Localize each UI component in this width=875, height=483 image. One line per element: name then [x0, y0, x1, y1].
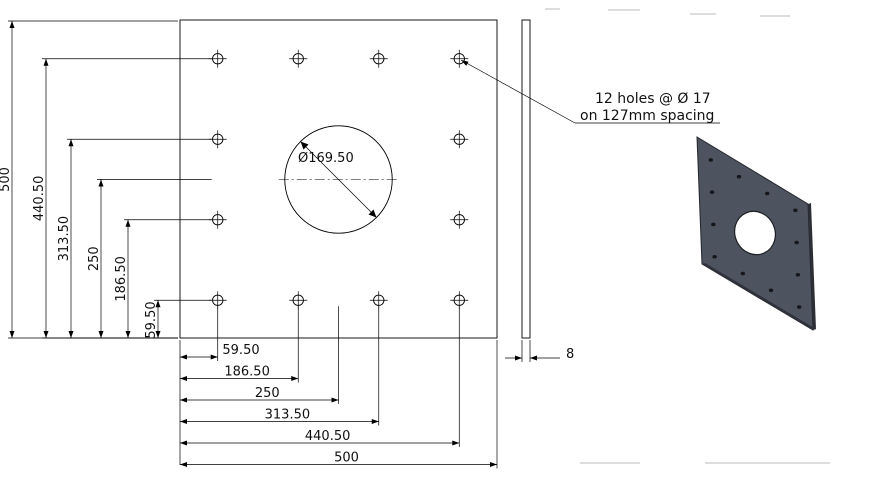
vertical-dimensions: 500 440.50 313.50 250 186.50 59.50	[0, 20, 212, 339]
bolt-hole	[450, 130, 469, 149]
iso-bolt-hole	[712, 254, 717, 259]
holes-note-line1: 12 holes @ Ø 17	[595, 91, 711, 107]
horizontal-dimension: 500	[180, 340, 498, 469]
iso-bolt-hole	[708, 158, 714, 162]
horizontal-dimension: 440.50	[180, 306, 460, 447]
vertical-dimension-label: 250	[87, 246, 102, 271]
iso-bolt-hole	[793, 208, 798, 213]
iso-bolt-hole	[795, 272, 801, 277]
horizontal-dimension-label: 500	[334, 451, 359, 466]
horizontal-dimension: 186.50	[180, 306, 299, 383]
plate-outline	[179, 19, 498, 339]
iso-bolt-hole	[794, 240, 799, 245]
vertical-dimension-label: 186.50	[114, 256, 129, 302]
vertical-dimension: 59.50	[144, 299, 212, 339]
horizontal-dimension-label: 186.50	[224, 365, 270, 380]
center-hole-diameter-label: Ø169.50	[298, 151, 354, 166]
bolt-hole	[289, 49, 308, 68]
vertical-dimension-label: 440.50	[32, 176, 47, 222]
horizontal-dimension: 250	[180, 306, 339, 404]
center-hole-leader	[300, 141, 377, 218]
iso-bolt-hole	[709, 190, 715, 195]
iso-bolt-hole	[736, 174, 742, 179]
thickness-dimension: 8	[505, 340, 574, 362]
horizontal-dimension-label: 59.50	[222, 343, 259, 358]
vertical-dimension: 313.50	[57, 138, 212, 339]
scan-marks	[545, 8, 830, 464]
iso-bolt-hole	[796, 305, 802, 309]
isometric-plate-preview	[696, 136, 816, 331]
holes-note-line2: on 127mm spacing	[580, 108, 714, 124]
horizontal-dimension-label: 250	[255, 386, 280, 401]
bolt-hole	[369, 49, 388, 68]
horizontal-dimension-label: 440.50	[305, 429, 351, 444]
iso-bolt-hole	[768, 288, 774, 293]
horizontal-dimension: 59.50	[180, 306, 260, 361]
center-hole	[278, 125, 399, 234]
mounting-holes	[208, 49, 469, 310]
holes-note: 12 holes @ Ø 17 on 127mm spacing	[460, 59, 720, 124]
vertical-dimension-label: 500	[0, 167, 13, 192]
horizontal-dimensions: 59.50 186.50 250 313.50 440.50 500	[179, 306, 498, 469]
bolt-hole	[450, 210, 469, 229]
bolt-hole	[450, 49, 469, 68]
iso-bolt-hole	[764, 191, 770, 196]
vertical-dimension-label: 59.50	[144, 301, 159, 338]
thickness-label: 8	[566, 347, 574, 362]
iso-bolt-hole	[740, 271, 746, 276]
plate-side-view	[521, 19, 531, 339]
vertical-dimension: 186.50	[114, 219, 212, 339]
horizontal-dimension-label: 313.50	[265, 408, 311, 423]
vertical-dimension-label: 313.50	[57, 216, 72, 261]
iso-bolt-hole	[711, 222, 716, 227]
horizontal-dimension: 313.50	[180, 306, 380, 426]
